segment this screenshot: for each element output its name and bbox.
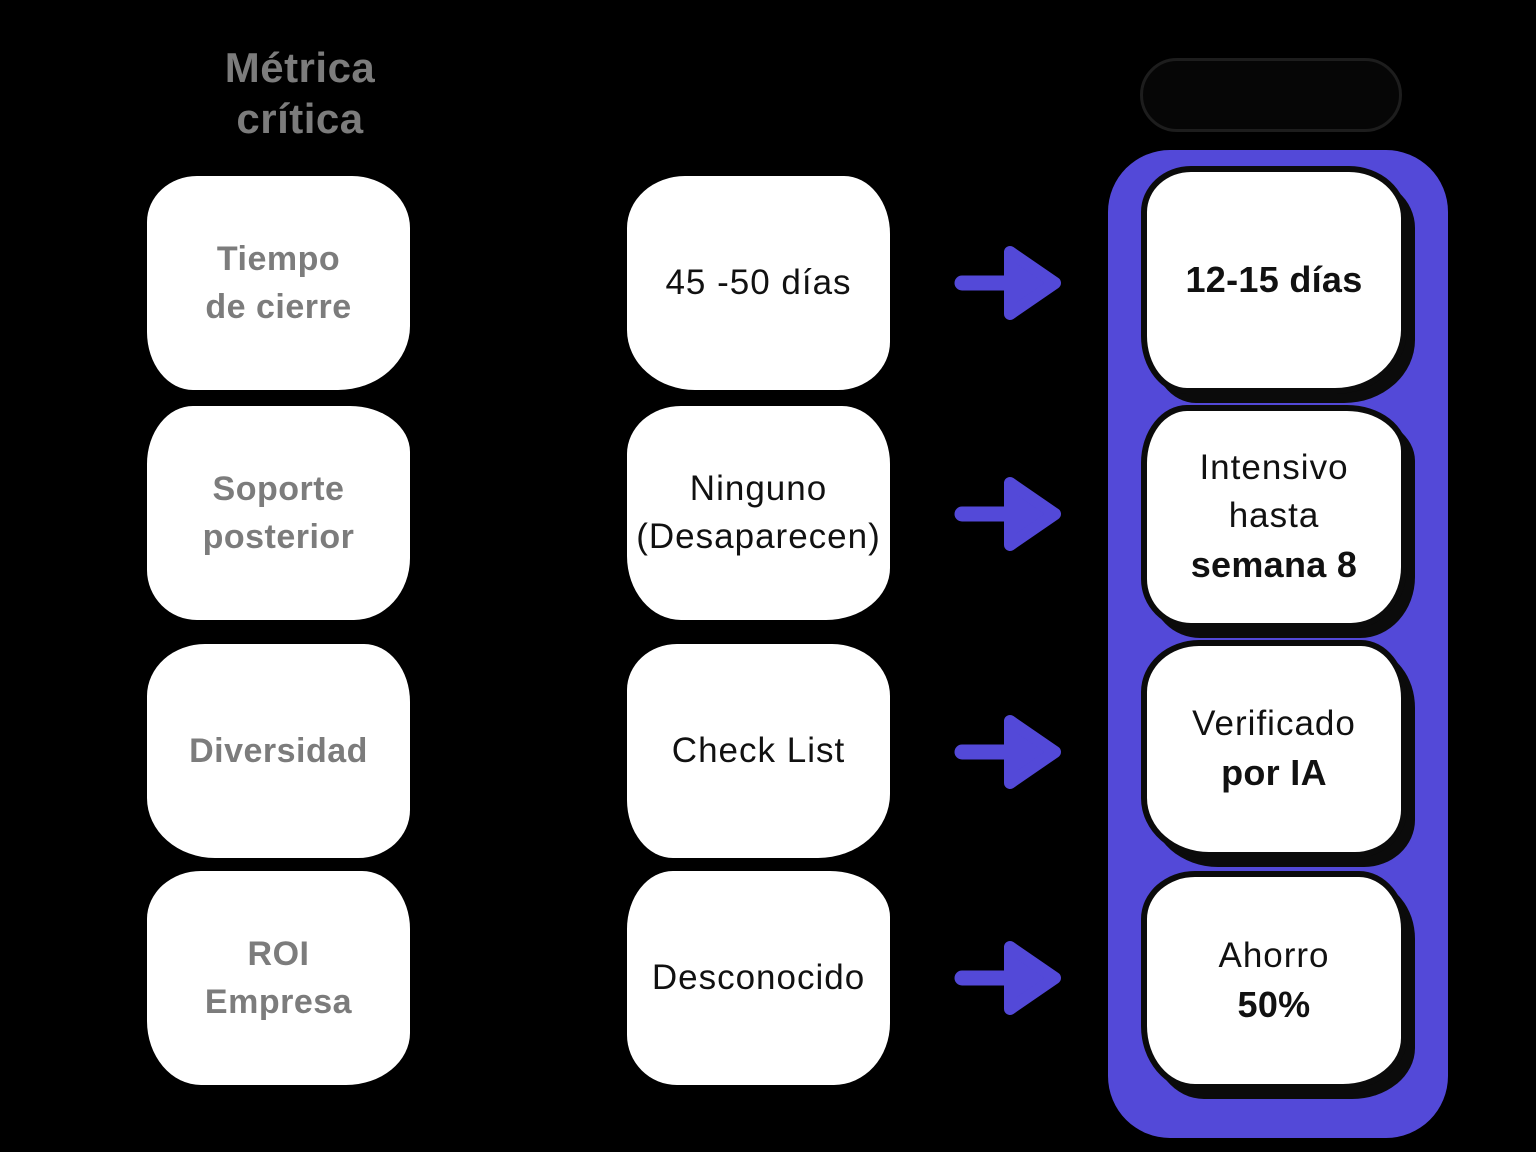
page-title: Métrica crítica [224,44,376,143]
after-label-bold: semana 8 [1190,544,1358,586]
metric-box-tiempo-de-cierre: Tiempo de cierre [147,176,410,390]
before-box-soporte-posterior: Ninguno (Desaparecen) [627,406,890,620]
after-label-bold: 50% [1237,983,1311,1025]
metric-label: Tiempo de cierre [205,239,352,326]
before-label: Check List [671,730,846,770]
after-box-roi-empresa: Ahorro 50% [1141,871,1407,1090]
after-label-regular: Intensivo hasta [1199,447,1349,536]
after-box-soporte-posterior: Intensivo hasta semana 8 [1141,405,1407,629]
metric-label: Diversidad [189,731,368,770]
after-label-regular: Verificado [1192,704,1356,744]
metric-label: Soporte posterior [202,469,355,556]
metric-label: ROI Empresa [204,934,353,1021]
before-box-roi-empresa: Desconocido [627,871,890,1085]
metric-box-soporte-posterior: Soporte posterior [147,406,410,620]
before-label: 45 -50 días [665,262,852,302]
after-box-tiempo-de-cierre: 12-15 días [1141,166,1407,394]
metric-box-diversidad: Diversidad [147,644,410,858]
after-label-bold: por IA [1221,752,1327,794]
arrow-right-icon [954,243,1062,323]
solution-panel: 12-15 días Intensivo hasta semana 8 Veri… [1108,150,1448,1138]
before-box-diversidad: Check List [627,644,890,858]
arrow-right-icon [954,474,1062,554]
after-label-bold: 12-15 días [1185,259,1363,301]
arrow-right-icon [954,938,1062,1018]
after-box-diversidad: Verificado por IA [1141,640,1407,858]
before-label: Desconocido [651,957,866,997]
header-badge [1140,58,1402,132]
arrow-right-icon [954,712,1062,792]
before-label: Ninguno (Desaparecen) [636,468,881,556]
after-label-regular: Ahorro [1218,935,1330,975]
before-box-tiempo-de-cierre: 45 -50 días [627,176,890,390]
metric-box-roi-empresa: ROI Empresa [147,871,410,1085]
